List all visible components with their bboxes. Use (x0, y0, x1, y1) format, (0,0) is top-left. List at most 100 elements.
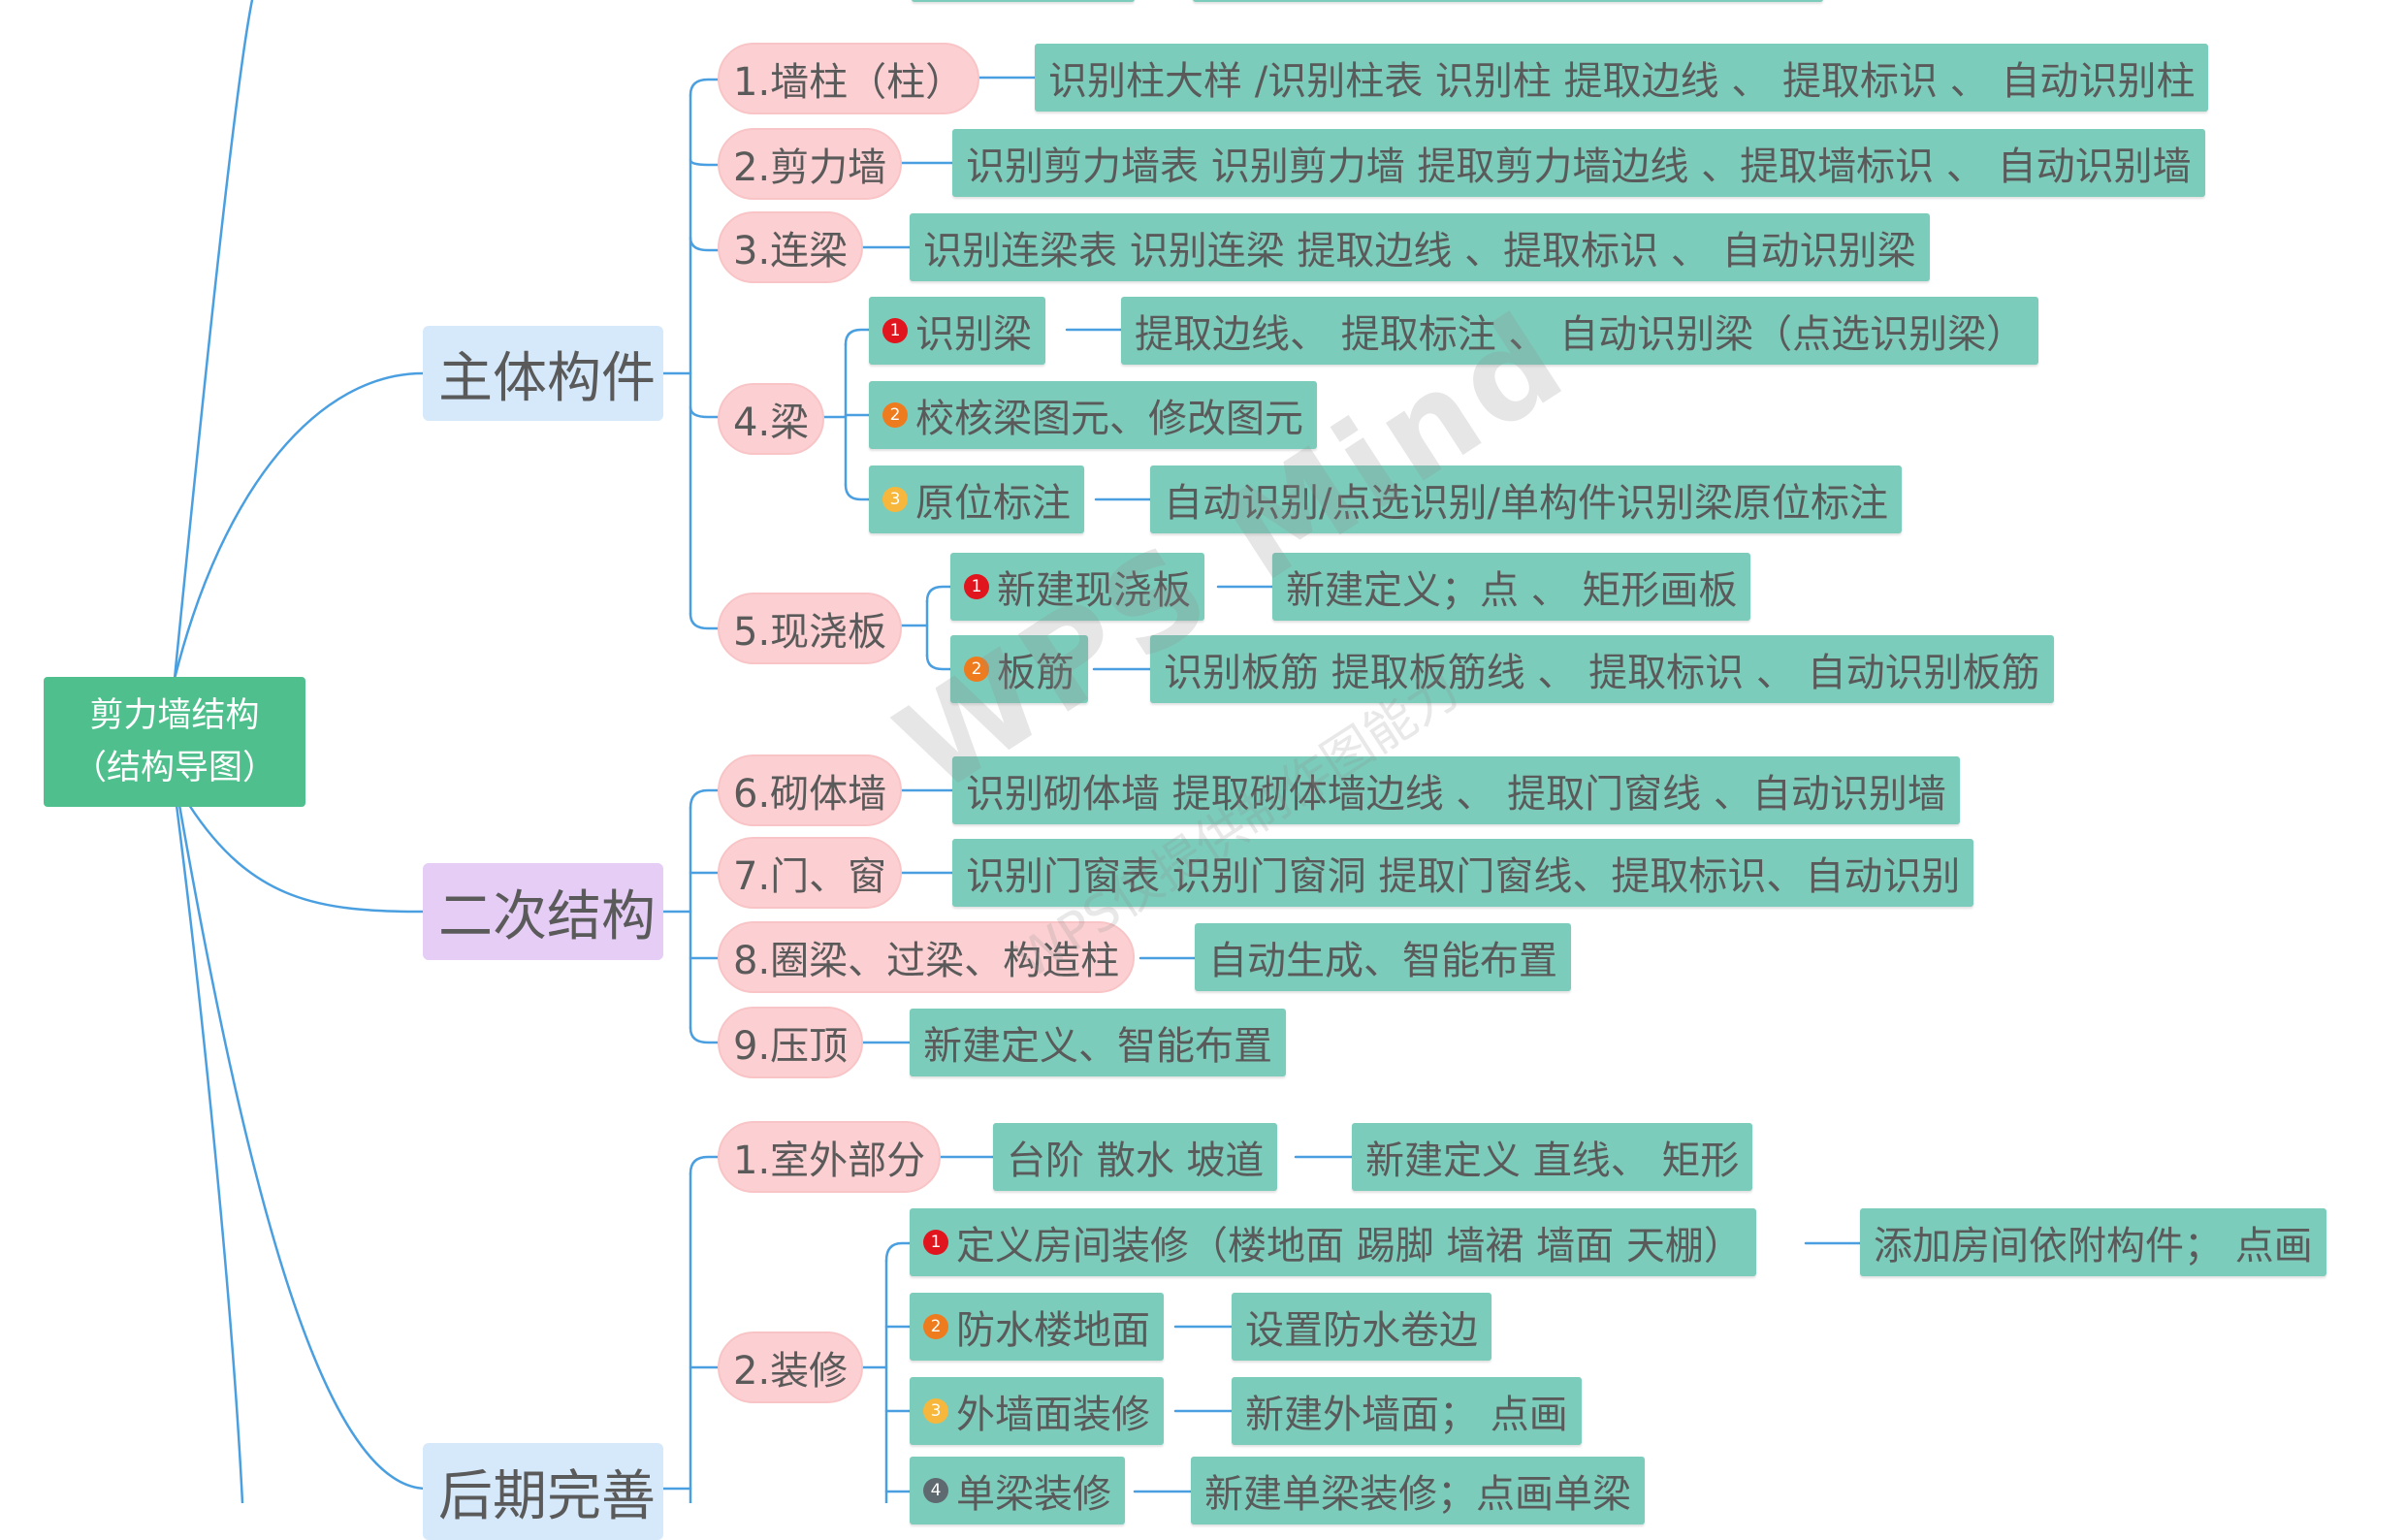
node-slab-sub1-detail[interactable]: 新建定义；点 、 矩形画板 (1272, 553, 1751, 621)
connector-root-main1 (173, 371, 425, 681)
connector-beam-sub3 (844, 483, 871, 501)
node-beam-sub2[interactable]: 2 校核梁图元、修改图元 (869, 381, 1317, 449)
connector-trunk-outdoor (689, 1155, 720, 1175)
node-slab-label: 5.现浇板 (733, 610, 887, 655)
node-decoration-sub1-label: 定义房间装修（楼地面 踢脚 墙裙 墙面 天棚） (956, 1224, 1743, 1268)
node-ring-beam[interactable]: 8.圈梁、过梁、构造柱 (718, 921, 1136, 993)
node-masonry-wall[interactable]: 6.砌体墙 (718, 754, 903, 826)
branch-later-refinement[interactable]: 后期完善 (423, 1443, 663, 1540)
node-beam-sub3-detail[interactable]: 自动识别/点选识别/单构件识别梁原位标注 (1150, 465, 1902, 533)
node-decoration-sub3-label: 外墙面装修 (956, 1393, 1150, 1437)
node-decoration-sub2-detail[interactable]: 设置防水卷边 (1232, 1293, 1491, 1361)
node-decoration-sub3-detail-text: 新建外墙面； 点画 (1245, 1393, 1568, 1437)
priority-2-icon: 2 (923, 1314, 948, 1339)
node-decoration-sub3[interactable]: 3 外墙面装修 (910, 1377, 1164, 1445)
root-node[interactable]: 剪力墙结构 （结构导图） (44, 677, 305, 807)
node-outdoor-detail[interactable]: 台阶 散水 坡道 (993, 1123, 1278, 1191)
node-wall-column-detail[interactable]: 识别柱大样 /识别柱表 识别柱 提取边线 、 提取标识 、 自动识别柱 (1035, 44, 2209, 112)
connector-lines (173, 0, 1862, 1503)
branch-secondary-structure-label: 二次结构 (438, 884, 656, 948)
connector-trunk-item2 (689, 158, 720, 167)
node-masonry-wall-detail[interactable]: 识别砌体墙 提取砌体墙边线 、 提取门窗线 、自动识别墙 (952, 756, 1960, 824)
branch-main-components-label: 主体构件 (438, 346, 656, 410)
node-slab-sub2-label: 板筋 (997, 651, 1074, 695)
node-decoration-sub2[interactable]: 2 防水楼地面 (910, 1293, 1164, 1361)
node-coping-detail[interactable]: 新建定义、智能布置 (910, 1009, 1286, 1076)
connector-trunk-item1 (689, 78, 720, 97)
node-ring-beam-detail-text: 自动生成、智能布置 (1208, 939, 1557, 983)
node-beam-sub1[interactable]: 1 识别梁 (869, 297, 1045, 365)
connector-slab-sub1 (925, 585, 952, 603)
node-beam-sub3[interactable]: 3 原位标注 (869, 465, 1084, 533)
branch-main-components[interactable]: 主体构件 (423, 326, 663, 421)
node-slab-sub2-detail[interactable]: 识别板筋 提取板筋线 、 提取标识 、 自动识别板筋 (1150, 635, 2054, 703)
node-decoration[interactable]: 2.装修 (718, 1331, 864, 1403)
node-masonry-wall-label: 6.砌体墙 (733, 772, 887, 817)
node-door-window[interactable]: 7.门、窗 (718, 837, 903, 909)
connector-decoration-sub1 (884, 1241, 912, 1263)
node-coupling-beam[interactable]: 3.连梁 (718, 211, 864, 283)
connector-root-up (173, 0, 254, 681)
priority-3-icon: 3 (923, 1398, 948, 1424)
node-shear-wall-label: 2.剪力墙 (733, 145, 887, 190)
node-slab[interactable]: 5.现浇板 (718, 593, 903, 664)
node-slab-sub1-detail-text: 新建定义；点 、 矩形画板 (1286, 568, 1738, 613)
node-decoration-sub3-detail[interactable]: 新建外墙面； 点画 (1232, 1377, 1582, 1445)
node-outdoor-label: 1.室外部分 (733, 1139, 926, 1183)
node-ring-beam-label: 8.圈梁、过梁、构造柱 (733, 939, 1120, 983)
connector-root-down (175, 803, 244, 1503)
node-decoration-sub1-detail[interactable]: 添加房间依附构件； 点画 (1860, 1208, 2326, 1276)
node-shear-wall-detail-text: 识别剪力墙表 识别剪力墙 提取剪力墙边线 、提取墙标识 、 自动识别墙 (966, 144, 2192, 189)
node-coping-label: 9.压顶 (733, 1024, 849, 1069)
node-outdoor-detail2-text: 新建定义 直线、 矩形 (1365, 1139, 1740, 1183)
node-slab-sub2[interactable]: 2 板筋 (950, 635, 1088, 703)
connector-trunk-item9 (689, 1026, 720, 1044)
node-shear-wall-detail[interactable]: 识别剪力墙表 识别剪力墙 提取剪力墙边线 、提取墙标识 、 自动识别墙 (952, 129, 2205, 197)
node-decoration-sub4-label: 单梁装修 (956, 1472, 1111, 1517)
branch-later-refinement-label: 后期完善 (438, 1464, 656, 1528)
node-slab-sub1[interactable]: 1 新建现浇板 (950, 553, 1204, 621)
node-shear-wall[interactable]: 2.剪力墙 (718, 128, 903, 200)
node-beam-sub3-detail-text: 自动识别/点选识别/单构件识别梁原位标注 (1164, 481, 1888, 526)
node-slab-sub1-label: 新建现浇板 (997, 568, 1191, 613)
priority-1-icon: 1 (923, 1230, 948, 1255)
node-decoration-sub4-detail[interactable]: 新建单梁装修；点画单梁 (1191, 1457, 1645, 1524)
priority-1-icon: 1 (964, 574, 989, 599)
node-decoration-sub2-label: 防水楼地面 (956, 1308, 1150, 1353)
root-title-line1: 剪力墙结构 (89, 696, 260, 735)
root-title-line2: （结构导图） (72, 749, 276, 787)
node-decoration-label: 2.装修 (733, 1349, 849, 1394)
node-coupling-beam-detail[interactable]: 识别连梁表 识别连梁 提取边线 、提取标识 、 自动识别梁 (910, 213, 1930, 281)
connector-root-main3 (177, 803, 429, 1491)
connector-slab-sub2 (925, 654, 952, 671)
node-beam-sub3-label: 原位标注 (915, 481, 1071, 526)
clipped-node-top-2 (1193, 0, 1823, 2)
node-wall-column[interactable]: 1.墙柱（柱） (718, 43, 980, 114)
node-door-window-detail[interactable]: 识别门窗表 识别门窗洞 提取门窗线、提取标识、自动识别 (952, 839, 1974, 907)
node-coping[interactable]: 9.压顶 (718, 1007, 864, 1078)
connector-beam-sub1 (844, 328, 871, 346)
node-door-window-label: 7.门、窗 (733, 854, 887, 899)
node-outdoor[interactable]: 1.室外部分 (718, 1121, 942, 1193)
node-coupling-beam-label: 3.连梁 (733, 229, 849, 273)
node-wall-column-label: 1.墙柱（柱） (733, 60, 965, 105)
mind-map-canvas: 剪力墙结构 （结构导图） 主体构件 二次结构 后期完善 1.墙柱（柱） 识别柱大… (44, 0, 2326, 1540)
connector-trunk-item4 (689, 405, 720, 419)
node-beam-sub2-label: 校核梁图元、修改图元 (915, 397, 1303, 441)
node-coupling-beam-detail-text: 识别连梁表 识别连梁 提取边线 、提取标识 、 自动识别梁 (923, 229, 1916, 273)
connector-trunk-item3 (689, 236, 720, 252)
node-beam-sub1-detail[interactable]: 提取边线、 提取标注 、 自动识别梁（点选识别梁） (1121, 297, 2039, 365)
node-beam[interactable]: 4.梁 (718, 383, 825, 455)
connector-trunk-item6 (689, 788, 720, 810)
priority-1-icon: 1 (882, 318, 908, 343)
node-decoration-sub1[interactable]: 1 定义房间装修（楼地面 踢脚 墙裙 墙面 天棚） (910, 1208, 1756, 1276)
priority-4-icon: 4 (923, 1478, 948, 1503)
branch-secondary-structure[interactable]: 二次结构 (423, 863, 663, 960)
node-beam-label: 4.梁 (733, 401, 810, 445)
node-outdoor-detail2[interactable]: 新建定义 直线、 矩形 (1352, 1123, 1753, 1191)
node-decoration-sub4[interactable]: 4 单梁装修 (910, 1457, 1125, 1524)
node-decoration-sub4-detail-text: 新建单梁装修；点画单梁 (1204, 1472, 1631, 1517)
node-ring-beam-detail[interactable]: 自动生成、智能布置 (1195, 923, 1571, 991)
connector-trunk-item5 (689, 612, 720, 630)
priority-3-icon: 3 (882, 487, 908, 512)
